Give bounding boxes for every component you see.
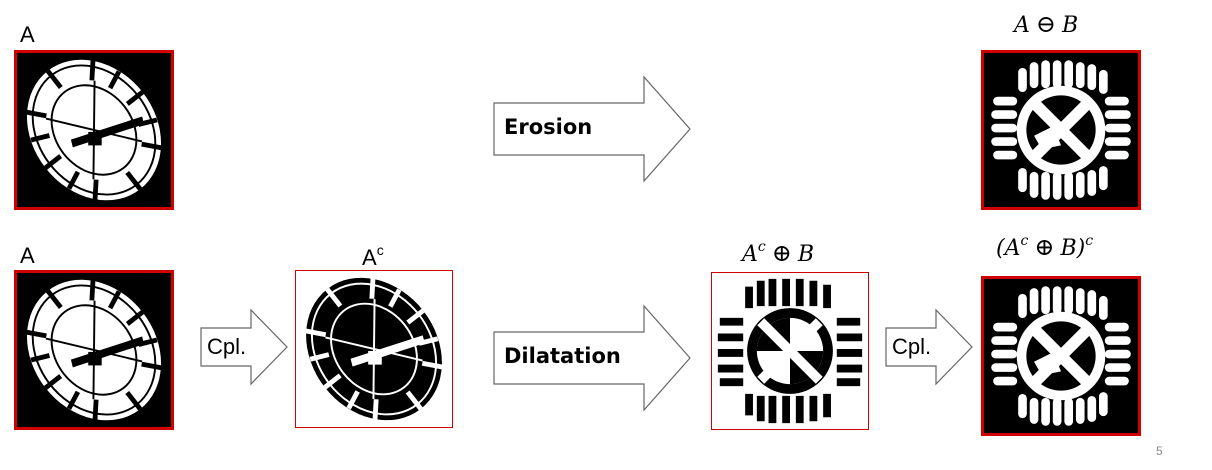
complement-arrow-1: Cpl. (199, 308, 289, 386)
complement-label-1: Cpl. (207, 334, 247, 359)
complement-label-2: Cpl. (892, 334, 932, 359)
erosion-formula: A⊖B (1014, 10, 1079, 38)
original-clock-image-bottom (14, 270, 174, 430)
complement-clock-image (295, 270, 453, 428)
dilation-formula: Ac⊕B (742, 239, 815, 267)
original-clock-image-top (14, 50, 174, 210)
erosion-label: Erosion (504, 115, 593, 139)
final-clock-image (981, 276, 1141, 436)
page-number: 5 (1156, 444, 1163, 458)
label-a-bottom: A (20, 243, 35, 268)
label-a-complement: Ac (362, 242, 384, 270)
eroded-clock-image-top (981, 50, 1141, 210)
dilatation-arrow: Dilatation (492, 304, 692, 412)
dilated-clock-image (711, 272, 869, 430)
erosion-arrow: Erosion (492, 75, 692, 183)
complement-arrow-2: Cpl. (884, 308, 974, 386)
dilatation-label: Dilatation (504, 344, 621, 368)
final-formula: (Ac⊕B)c (996, 233, 1094, 261)
label-a-top: A (20, 22, 35, 47)
